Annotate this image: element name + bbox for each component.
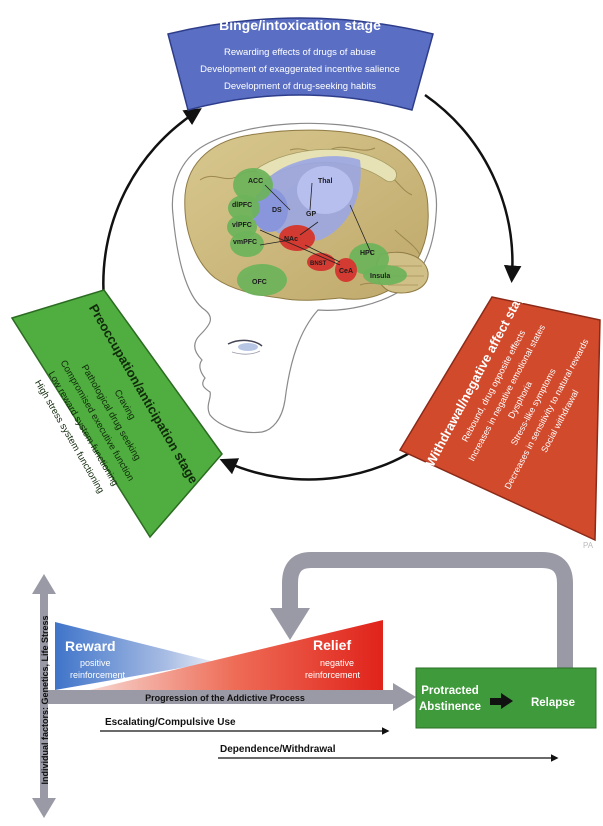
region-dlpfc: dlPFC <box>232 202 252 209</box>
right-arrow-icon <box>490 693 513 709</box>
escalating-label: Escalating/Compulsive Use <box>105 717 236 728</box>
region-bnst: BNST <box>310 261 327 267</box>
abstinence-relapse-box: Protracted Abstinence Relapse <box>415 667 597 729</box>
reward-title: Reward <box>65 638 116 654</box>
region-ds: DS <box>272 207 282 214</box>
region-hpc: HPC <box>360 250 375 257</box>
individual-factors-axis: Individual factors: Genetics, Life Stres… <box>32 574 56 818</box>
relief-sub2: reinforcement <box>305 670 361 680</box>
region-acc: ACC <box>248 178 263 185</box>
watermark: PA <box>583 541 594 550</box>
region-nac: NAc <box>284 236 298 243</box>
abstinence-line1: Protracted <box>421 685 479 697</box>
region-vlpfc: vlPFC <box>232 222 252 229</box>
relief-sub1: negative <box>320 658 354 668</box>
reward-sub1: positive <box>80 658 111 668</box>
abstinence-line2: Abstinence <box>419 701 481 713</box>
relapse-loop-arrow <box>270 552 573 668</box>
progression-label: Progression of the Addictive Process <box>145 693 305 703</box>
progression-arrow: Progression of the Addictive Process <box>48 683 416 711</box>
relief-triangle <box>90 620 383 690</box>
region-ofc: OFC <box>252 279 267 286</box>
brain: ACC dlPFC vlPFC vmPFC OFC DS GP Thal NAc… <box>184 129 429 301</box>
binge-item-3: Development of drug-seeking habits <box>224 81 376 92</box>
region-insula: Insula <box>370 273 390 280</box>
reward-sub2: reinforcement <box>70 670 126 680</box>
binge-item-2: Development of exaggerated incentive sal… <box>200 64 400 75</box>
relief-title: Relief <box>313 637 351 653</box>
withdrawal-stage-panel: Withdrawal/negative affect stage Rebound… <box>398 284 601 542</box>
binge-stage-title: Binge/intoxication stage <box>219 17 381 33</box>
region-thal: Thal <box>318 178 332 185</box>
region-vmpfc: vmPFC <box>233 239 257 246</box>
region-cea: CeA <box>339 268 353 275</box>
binge-stage-panel: Binge/intoxication stage Rewarding effec… <box>167 17 434 111</box>
region-gp: GP <box>306 211 316 218</box>
reward-triangle <box>55 622 215 690</box>
preoccupation-stage-panel: Preoccupation/anticipation stage Craving… <box>10 289 223 539</box>
individual-factors-label: Individual factors: Genetics, Life Stres… <box>40 615 50 784</box>
binge-item-1: Rewarding effects of drugs of abuse <box>224 47 376 58</box>
relapse-label: Relapse <box>531 697 575 709</box>
dependence-label: Dependence/Withdrawal <box>220 744 336 755</box>
